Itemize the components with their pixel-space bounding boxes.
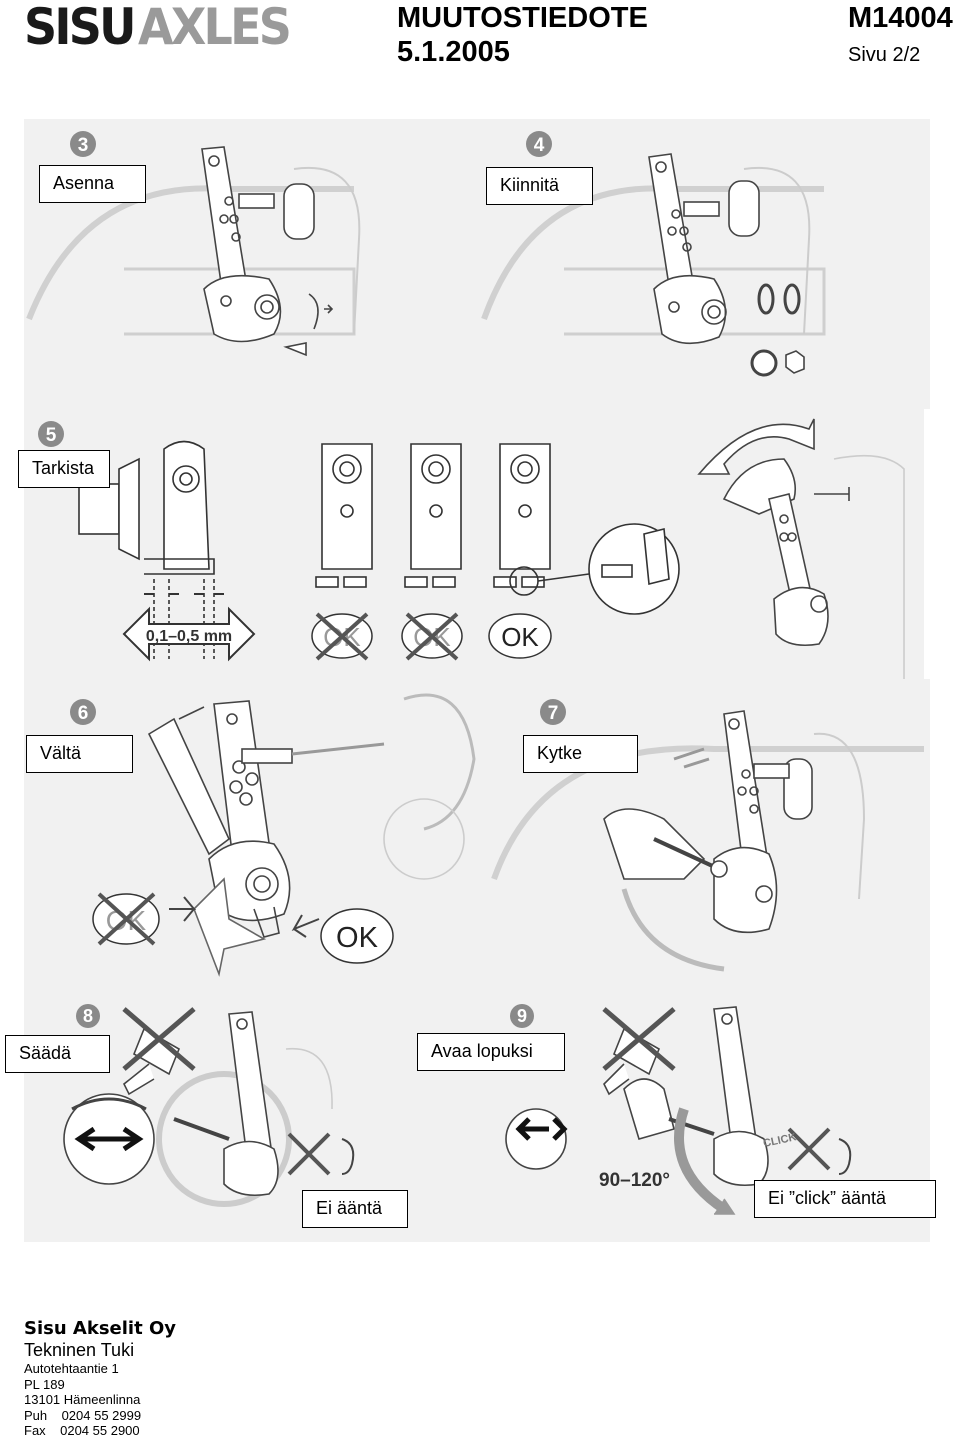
- step-6-number: 6: [78, 703, 89, 724]
- page-number: Sivu 2/2: [848, 44, 921, 66]
- address-city: 13101 Hämeenlinna: [24, 1392, 141, 1407]
- logo-axles: AXLES: [138, 0, 292, 56]
- address-street: Autotehtaantie 1: [24, 1361, 119, 1376]
- step-9-label: Avaa lopuksi: [417, 1033, 565, 1071]
- step-4-badge: [526, 131, 552, 157]
- step-9-drawing: [505, 1006, 852, 1215]
- illustration-drawing: 3 4 5: [26, 131, 930, 1215]
- instruction-illustration: 3 4 5: [5, 119, 936, 1242]
- step-4-number: 4: [534, 135, 545, 156]
- step-4-drawing: [481, 153, 826, 377]
- logo-sisu: SISU: [24, 0, 136, 56]
- step-5-number: 5: [46, 425, 57, 446]
- step-6-drawing: [147, 693, 476, 977]
- company-department: Tekninen Tuki: [24, 1340, 135, 1360]
- step-9-number: 9: [517, 1006, 527, 1026]
- step-3-drawing: [26, 146, 361, 357]
- click-sound-label: CLICK: [762, 1131, 797, 1150]
- step-9-angle: 90–120°: [599, 1170, 670, 1191]
- document-date: 5.1.2005: [397, 36, 510, 68]
- step-8-label: Säädä: [5, 1035, 110, 1073]
- step-5-ok-marks: OK OK: [311, 612, 552, 661]
- step-8-number: 8: [83, 1006, 93, 1026]
- step-5-label: Tarkista: [18, 450, 110, 488]
- phone-number: Puh 0204 55 2999: [24, 1407, 142, 1423]
- step-5-adjusters: [315, 443, 680, 615]
- step-6-ok-marks: OK: [92, 892, 394, 964]
- step-9-note: Ei ”click” ääntä: [754, 1180, 936, 1218]
- step-3-number: 3: [78, 135, 89, 156]
- step-7-number: 7: [548, 703, 559, 724]
- step-6-badge: [70, 699, 96, 725]
- step-4-label: Kiinnitä: [486, 167, 593, 205]
- footer-contact: Sisu Akselit Oy Tekninen Tuki Autotehtaa…: [24, 1318, 176, 1439]
- step-5-ok: OK: [501, 622, 539, 652]
- step-8-drawing: [63, 1007, 355, 1207]
- step-5-hand-drawing: [697, 418, 905, 679]
- fax-number: Fax 0204 55 2900: [24, 1423, 140, 1438]
- step-7-badge: [540, 699, 566, 725]
- step-5-drawing: [78, 440, 256, 662]
- address-pobox: PL 189: [24, 1376, 65, 1392]
- clearance-measure: 0,1–0,5 mm: [146, 628, 232, 645]
- step-6-label: Vältä: [26, 735, 133, 773]
- step-7-drawing: [491, 710, 924, 972]
- document-number: M14004: [848, 2, 953, 34]
- step-7-label: Kytke: [523, 735, 638, 773]
- step-5-badge: [38, 421, 64, 447]
- company-name: Sisu Akselit Oy: [24, 1318, 176, 1339]
- step-8-note: Ei ääntä: [302, 1190, 408, 1228]
- step-6-ok: OK: [336, 922, 379, 954]
- step-8-badge: [76, 1004, 100, 1028]
- document-title: MUUTOSTIEDOTE: [397, 2, 648, 34]
- step-9-badge: [510, 1004, 534, 1028]
- step-3-label: Asenna: [39, 165, 146, 203]
- step-3-badge: [70, 131, 96, 157]
